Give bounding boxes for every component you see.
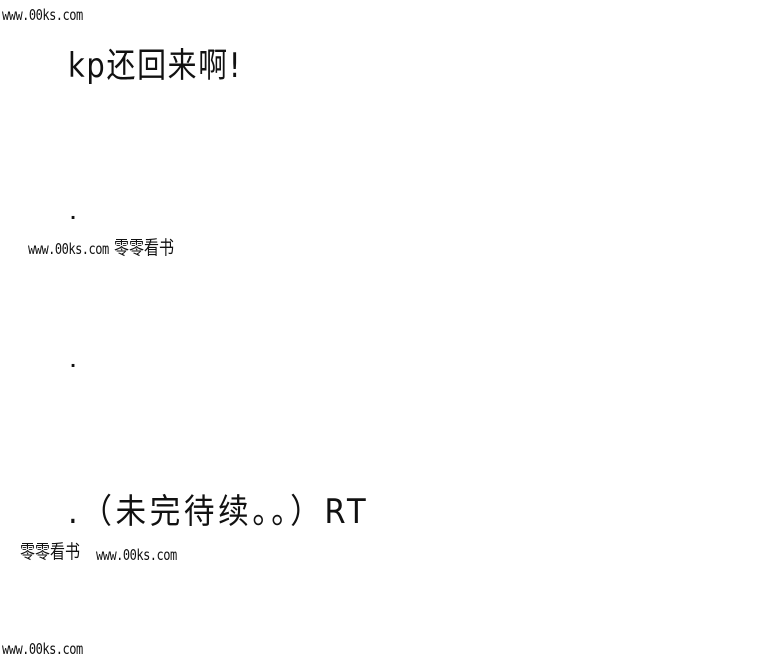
status-text: .（未完待续。。）RT [68,492,370,532]
watermark-top: www.00ks.com [2,6,83,24]
page-title: kp还回来啊! [68,46,243,86]
watermark-lower-url: www.00ks.com [96,546,177,564]
separator-dot-1: . [70,204,77,223]
watermark-mid-url: www.00ks.com [28,240,109,258]
watermark-lower-label: 零零看书 [20,540,81,564]
watermark-bottom: www.00ks.com [2,640,83,658]
watermark-mid-label: 零零看书 [114,236,175,260]
separator-dot-2: . [70,352,77,371]
